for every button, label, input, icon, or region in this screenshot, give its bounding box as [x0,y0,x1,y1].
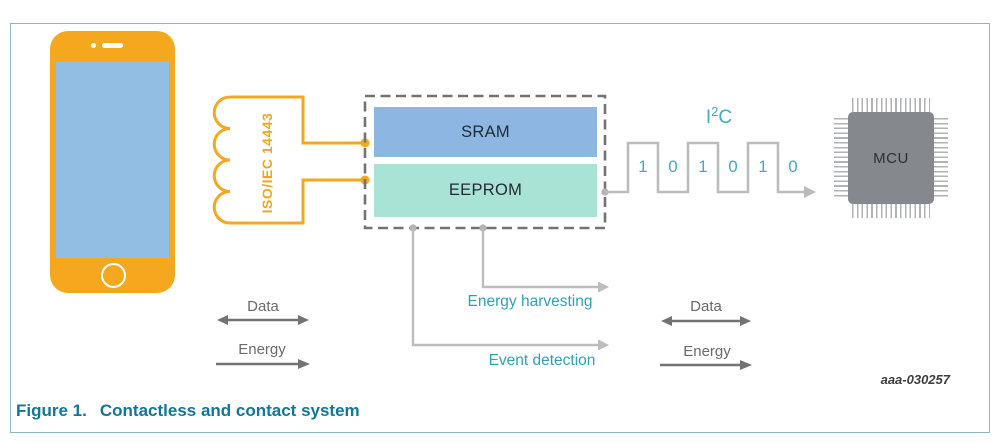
i2c-end: C [718,107,732,128]
harvest-arrowhead [598,281,609,293]
left-energy-label: Energy [238,341,286,358]
eeprom-block: EEPROM [374,164,597,217]
i2c-label: I2C [706,104,732,128]
event-arrowhead [598,339,609,351]
sram-block: SRAM [374,107,597,157]
right-data-arrowhead-l [661,316,672,326]
left-data-label: Data [247,298,279,315]
right-data-label: Data [690,298,722,315]
figure-caption-number: Figure 1. [16,401,87,420]
event-line [411,228,600,347]
coil-standard-label: ISO/IEC 14443 [259,112,275,214]
mcu-chip-icon: MCU [848,112,934,204]
event-label: Event detection [489,352,596,369]
i2c-sup: 2 [711,104,718,119]
figure-border [10,23,990,433]
harvest-line [481,228,600,289]
left-data-arrowhead-l [217,315,228,325]
antenna-coil-icon [212,95,365,225]
harvest-label: Energy harvesting [468,293,593,310]
left-data-arrowhead-r [298,315,309,325]
phone-screen [56,62,169,258]
sram-label: SRAM [461,122,510,141]
bit-2: 1 [698,157,707,176]
bit-1: 0 [668,157,677,176]
bit-0: 1 [638,157,647,176]
phone-speaker [102,43,123,48]
bit-5: 0 [788,157,797,176]
coil-connection-dot-top [360,138,370,148]
mcu-label: MCU [873,149,909,167]
waveform-arrowhead [804,186,816,198]
eeprom-label: EEPROM [448,181,523,199]
phone-home-button [101,263,126,288]
right-energy-label: Energy [683,343,731,360]
figure-caption: Figure 1. Contactless and contact system [16,401,360,421]
mcu-pins-top [852,98,930,112]
right-energy-arrowhead [740,360,752,370]
i2c-waveform [605,141,806,194]
mcu-pins-left [834,118,848,198]
chip-dashed-boundary [363,94,607,230]
phone-camera-dot [91,43,96,48]
left-energy-arrowhead [298,359,310,369]
bit-3: 0 [728,157,737,176]
right-data-arrowhead-r [740,316,751,326]
artwork-id: aaa-030257 [881,372,951,387]
mcu-pins-right [934,118,948,198]
i2c-base: I [706,107,711,128]
bit-4: 1 [758,157,767,176]
mcu-pins-bottom [852,204,930,218]
figure-caption-title: Contactless and contact system [99,401,360,420]
